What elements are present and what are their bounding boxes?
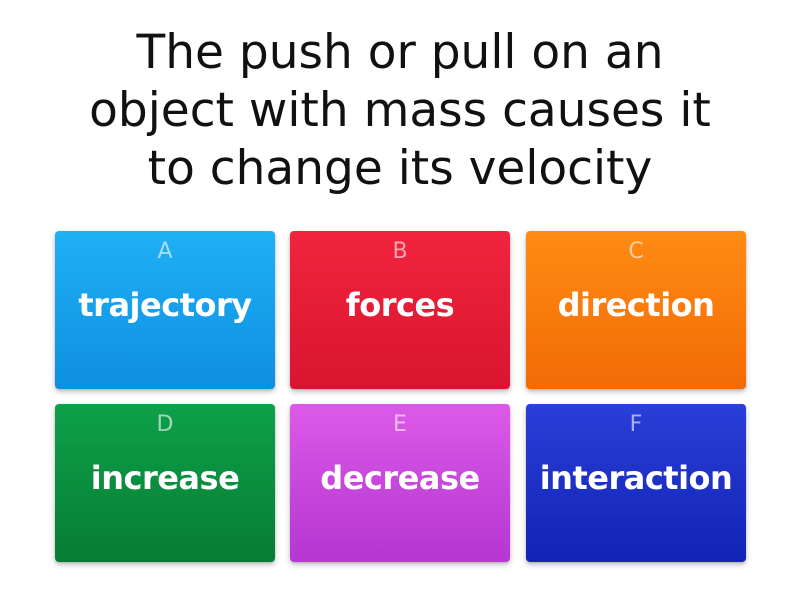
answer-label: trajectory: [78, 286, 252, 324]
answer-card-f[interactable]: F interaction: [526, 404, 746, 562]
answer-label: increase: [90, 459, 240, 497]
answer-card-c[interactable]: C direction: [526, 231, 746, 389]
answer-letter: C: [628, 239, 644, 264]
answer-card-a[interactable]: A trajectory: [55, 231, 275, 389]
answer-letter: A: [157, 239, 173, 264]
answer-letter: F: [629, 412, 643, 437]
answer-card-d[interactable]: D increase: [55, 404, 275, 562]
answer-letter: B: [392, 239, 408, 264]
answer-label: interaction: [539, 459, 733, 497]
answer-label: decrease: [320, 459, 480, 497]
question-text: The push or pull on an object with mass …: [89, 25, 711, 196]
answer-label: forces: [345, 286, 455, 324]
answer-label: direction: [557, 286, 715, 324]
answer-card-e[interactable]: E decrease: [290, 404, 510, 562]
answer-letter: E: [393, 412, 407, 437]
answer-letter: D: [156, 412, 174, 437]
answer-card-b[interactable]: B forces: [290, 231, 510, 389]
